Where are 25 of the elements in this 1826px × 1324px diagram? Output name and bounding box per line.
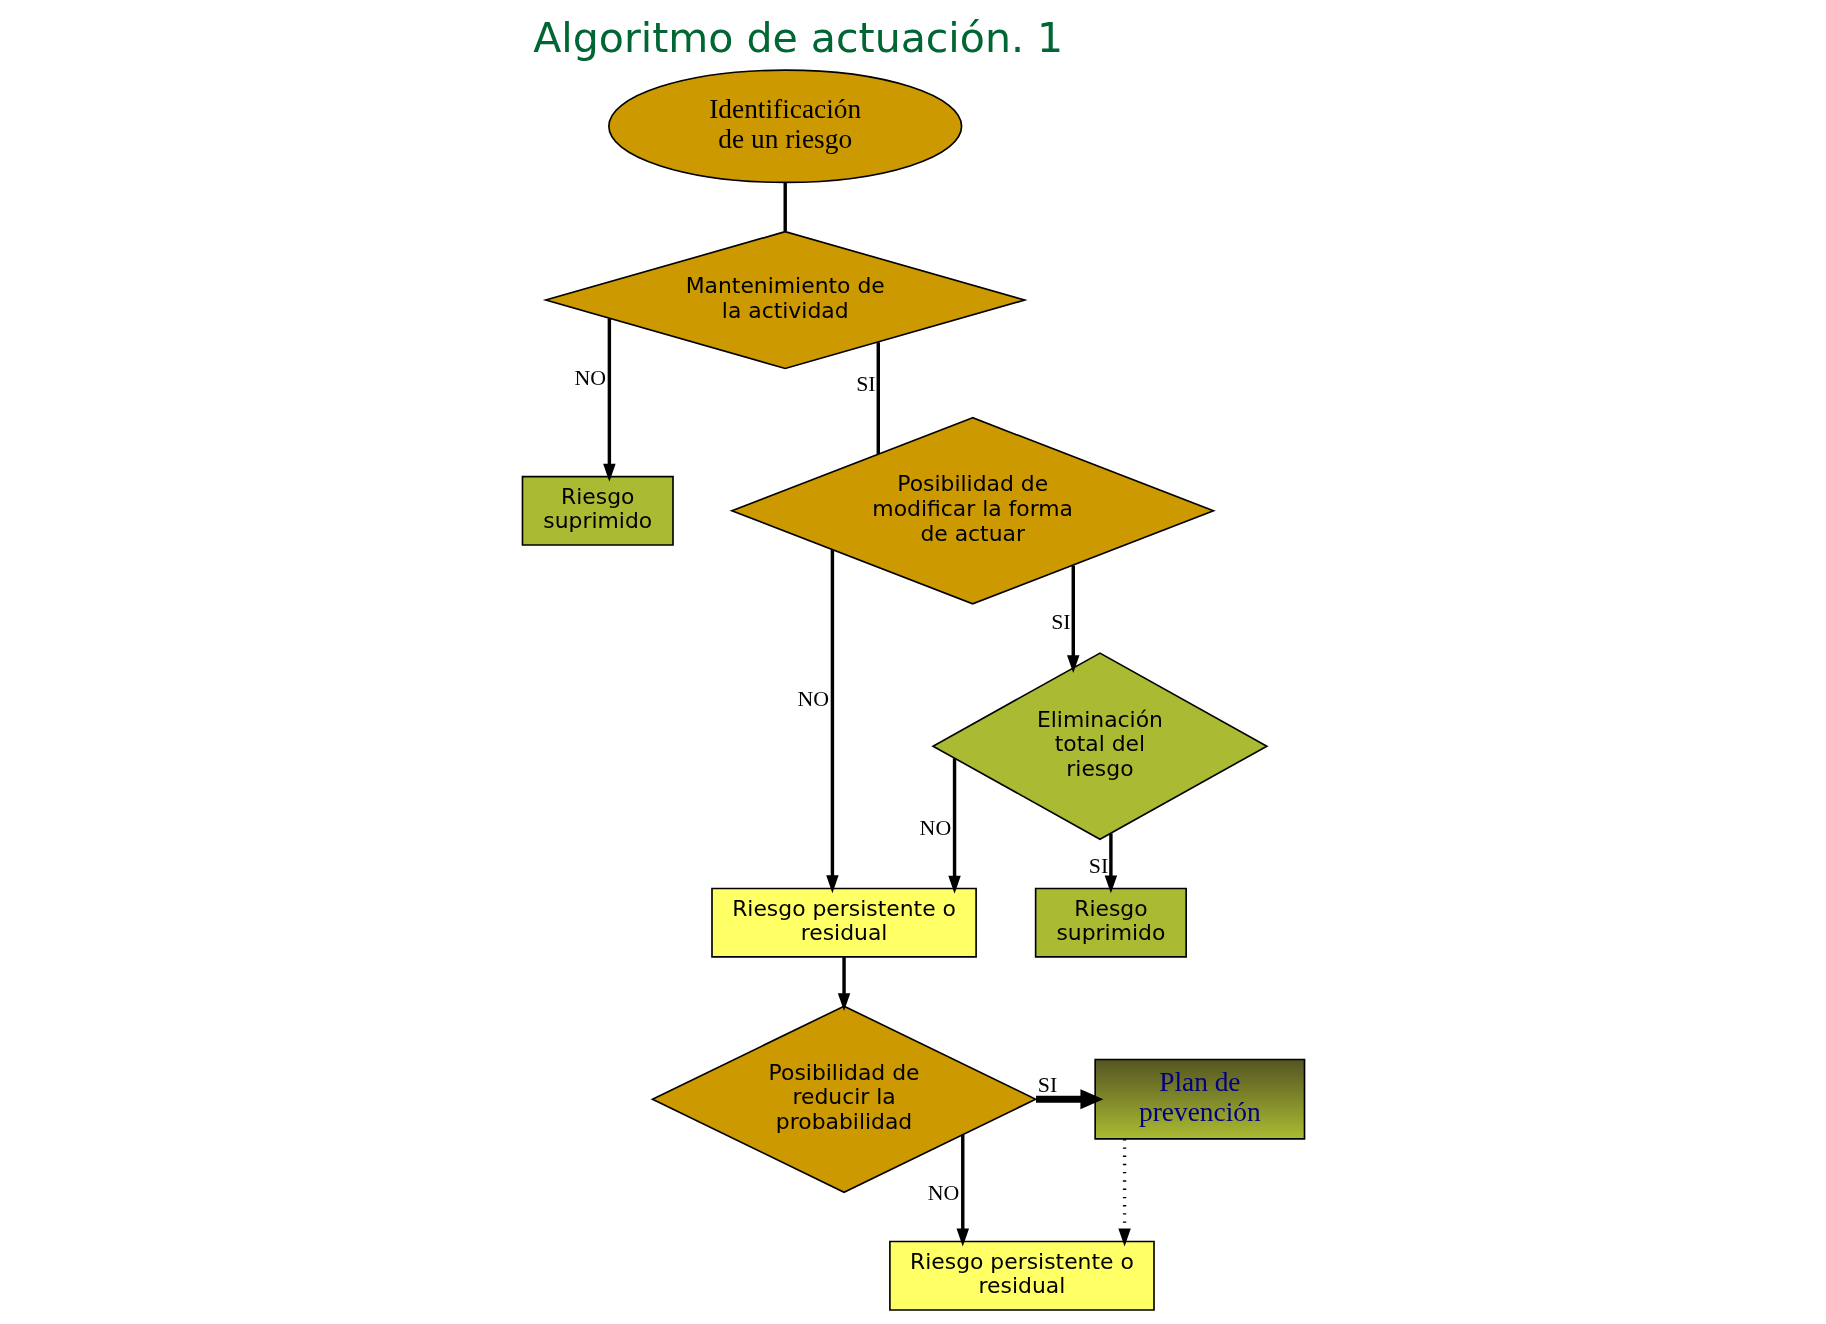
connector [876,342,880,454]
node-box: Riesgo suprimido [521,475,674,546]
node-box: Riesgo persistente o residual [710,887,977,958]
node-ellipse: Identificación de un riesgo [607,69,962,184]
node-diamond: Posibilidad de modificar la forma de actuar [729,416,1216,605]
connector [783,182,787,232]
edge-label: SI [1088,852,1108,878]
node-box: Plan de prevención [1093,1058,1305,1140]
node-box: Riesgo persistente o residual [888,1240,1155,1311]
arrow [956,1134,969,1247]
arrow [837,957,850,1011]
edge-label: SI [855,370,876,396]
arrow [1117,1139,1131,1247]
arrow [1104,833,1117,894]
node-box: Riesgo suprimido [1034,887,1187,958]
edge-label: SI [1037,1072,1057,1098]
arrow [947,758,961,894]
node-diamond: Mantenimiento de la actividad [542,230,1028,370]
arrow [1035,1089,1103,1110]
edge-label: NO [796,686,829,712]
arrow [825,549,839,894]
arrow [1066,565,1079,673]
diagram-title: Algoritmo de actuación. 1 [532,14,1063,63]
edge-label: SI [1050,608,1071,634]
arrow [602,318,616,482]
